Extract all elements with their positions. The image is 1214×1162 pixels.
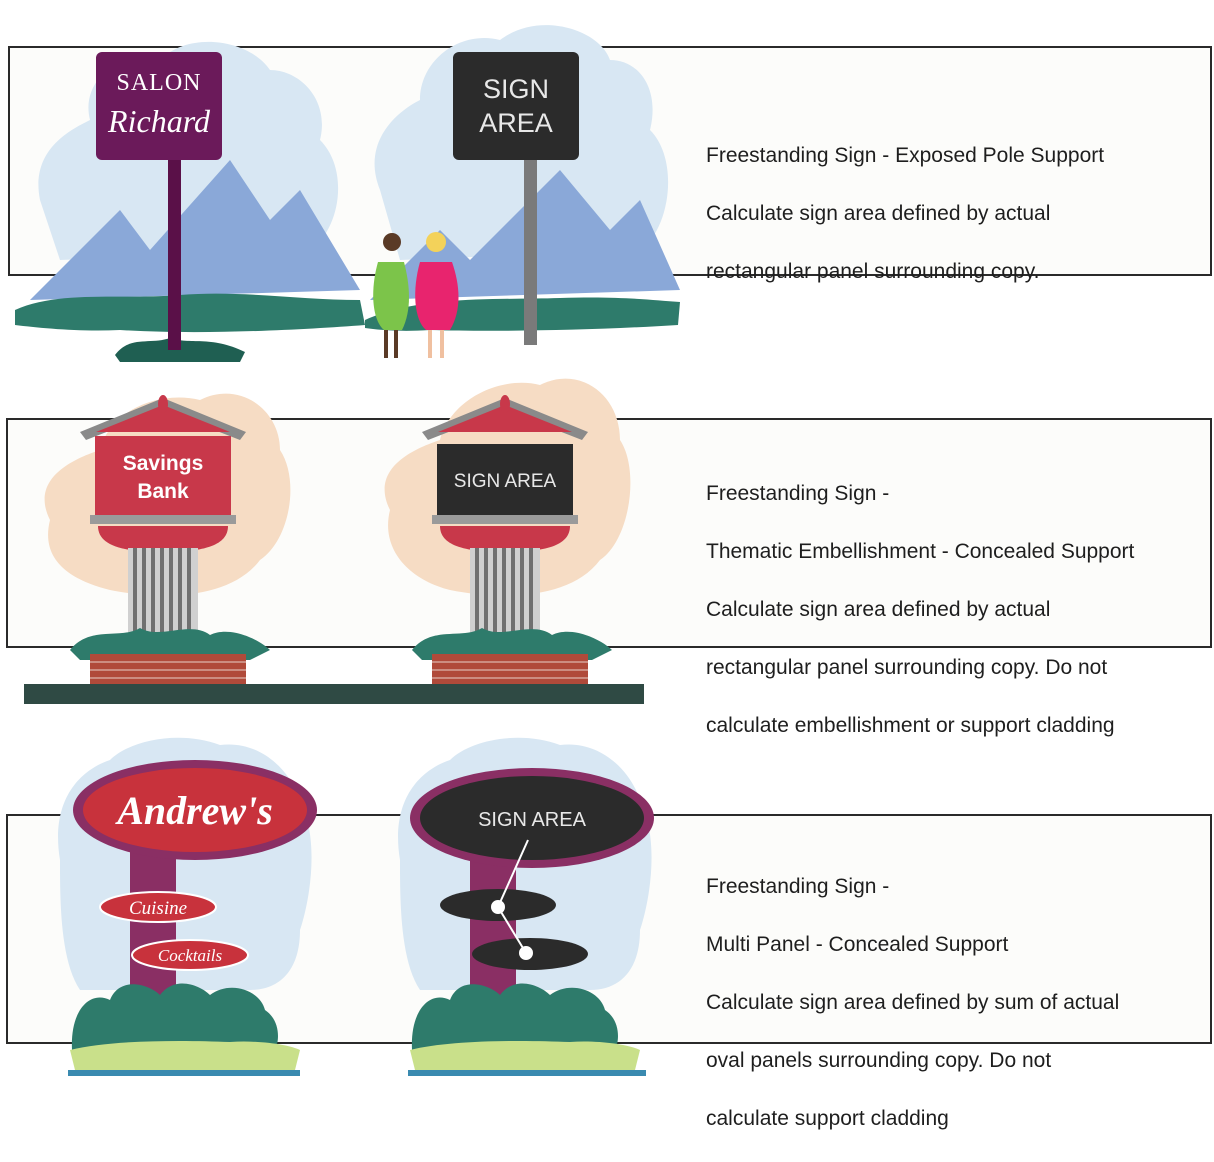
- ground-strip: [24, 684, 644, 704]
- bank-sign-line1: Savings: [123, 452, 204, 475]
- cuisine-panel: [99, 891, 217, 923]
- mountains: [30, 160, 360, 300]
- salon-sign-panel: [96, 52, 222, 160]
- leader-lines: [491, 839, 533, 960]
- brick-lines: [90, 661, 246, 679]
- row1-sign-area-illustration: SIGN AREA: [365, 25, 680, 358]
- row3-description-line1: Freestanding Sign -: [706, 875, 890, 898]
- column: [470, 548, 540, 633]
- brick-lines: [432, 661, 588, 679]
- row2-description-line5: calculate embellishment or support cladd…: [706, 714, 1115, 737]
- people-figures: [373, 232, 459, 358]
- panel-ledge: [90, 515, 236, 524]
- sign-area-label: SIGN AREA: [478, 809, 586, 831]
- salon-sign-line1: SALON: [116, 70, 201, 96]
- row3-example-illustration: Andrew's Cuisine Cocktails: [58, 737, 317, 1076]
- cocktails-text: Cocktails: [158, 946, 223, 965]
- sign-area-label: SIGN AREA: [454, 471, 557, 492]
- roof-pediment: [96, 405, 230, 432]
- sign-area-panel: [453, 52, 579, 160]
- panel-ledge: [432, 515, 578, 524]
- shrubs: [411, 983, 618, 1050]
- planter-foliage: [412, 628, 612, 660]
- cuisine-text: Cuisine: [129, 898, 187, 919]
- row3-description-line2: Multi Panel - Concealed Support: [706, 933, 1009, 956]
- bank-sign-line2: Bank: [137, 480, 189, 503]
- cocktails-panel: [131, 939, 249, 971]
- sign-area-main-panel: [420, 776, 644, 860]
- row2-description-line2: Thematic Embellishment - Concealed Suppo…: [706, 540, 1135, 563]
- ground-line: [408, 1070, 646, 1076]
- row1-illustrations: SALON Richard SIGN AREA: [15, 25, 680, 362]
- row2-description: Freestanding Sign - Thematic Embellishme…: [706, 450, 1134, 769]
- roof-pediment: [438, 405, 572, 432]
- ground-line: [68, 1070, 300, 1076]
- row2-sign-area-illustration: SIGN AREA: [384, 378, 631, 686]
- finial: [500, 395, 510, 413]
- pole: [168, 155, 181, 350]
- planter-foliage: [70, 628, 270, 660]
- row2-description-line4: rectangular panel surrounding copy. Do n…: [706, 656, 1108, 679]
- row3-illustrations: Andrew's Cuisine Cocktails SIGN AREA: [58, 737, 654, 1076]
- savings-bank-panel: [95, 436, 231, 516]
- grass-base: [410, 1040, 640, 1070]
- ground-foliage: [15, 293, 365, 333]
- sign-area-label-line1: SIGN: [483, 74, 549, 104]
- row3-description: Freestanding Sign - Multi Panel - Concea…: [706, 843, 1119, 1162]
- row3-sign-area-illustration: SIGN AREA: [398, 737, 654, 1076]
- pole: [524, 155, 537, 345]
- finial: [158, 395, 168, 413]
- row2-description-line1: Freestanding Sign -: [706, 482, 890, 505]
- row3-description-line3: Calculate sign area defined by sum of ac…: [706, 991, 1120, 1014]
- row2-description-line3: Calculate sign area defined by actual: [706, 598, 1051, 621]
- andrews-main-text: Andrew's: [114, 788, 273, 833]
- row1-description: Freestanding Sign - Exposed Pole Support…: [706, 112, 1104, 315]
- salon-sign-line2: Richard: [107, 103, 211, 139]
- sign-area-label-line2: AREA: [479, 108, 553, 138]
- row1-example-illustration: SALON Richard: [15, 41, 365, 362]
- andrews-main-panel: [83, 768, 307, 852]
- sign-area-panel: [437, 444, 573, 516]
- row3-description-line5: calculate support cladding: [706, 1107, 949, 1130]
- column: [128, 548, 198, 633]
- row2-example-illustration: Savings Bank: [44, 393, 291, 686]
- grass-base: [70, 1040, 300, 1070]
- row2-illustrations: Savings Bank SIGN AREA: [24, 378, 644, 704]
- row1-description-line3: rectangular panel surrounding copy.: [706, 260, 1040, 283]
- capital: [440, 526, 570, 552]
- row1-description-line1: Freestanding Sign - Exposed Pole Support: [706, 144, 1105, 167]
- shrubs: [71, 983, 278, 1050]
- row3-description-line4: oval panels surrounding copy. Do not: [706, 1049, 1052, 1072]
- row1-description-line2: Calculate sign area defined by actual: [706, 202, 1051, 225]
- capital: [98, 526, 228, 552]
